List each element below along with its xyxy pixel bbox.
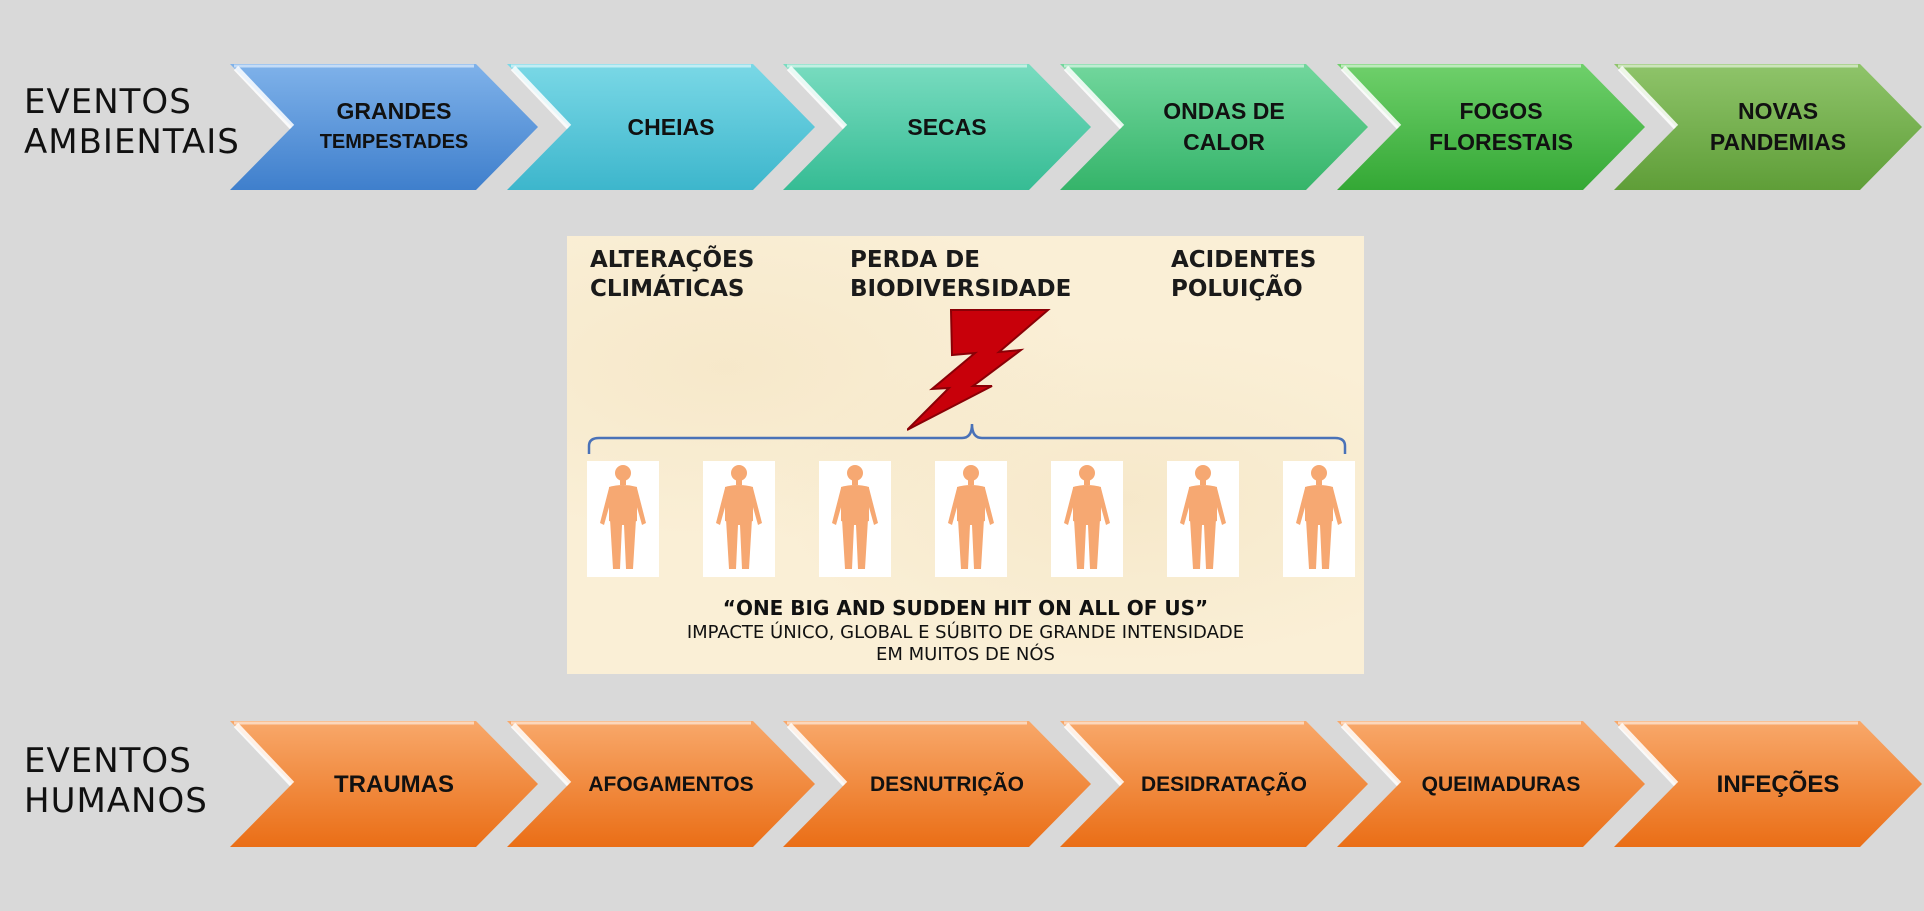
chevron-shape xyxy=(1337,721,1645,847)
event-label-line: GRANDES xyxy=(336,98,452,124)
chevron-traumas: TRAUMAS xyxy=(230,721,538,847)
chevron-shape xyxy=(783,64,1091,190)
event-label-line: TRAUMAS xyxy=(334,770,454,798)
chevron-desnutricao: DESNUTRIÇÃO xyxy=(783,721,1091,847)
chevron-shape xyxy=(1337,64,1645,190)
chevron-body xyxy=(1337,721,1645,847)
chevron-infecoes: INFEÇÕES xyxy=(1614,721,1922,847)
human-figure-icon xyxy=(935,461,1007,577)
chevron-shape xyxy=(783,721,1091,847)
chevron-body xyxy=(1614,721,1922,847)
event-label-line: DESIDRATAÇÃO xyxy=(1140,772,1308,796)
chevron-secas: SECAS xyxy=(783,64,1091,190)
chevron-shine xyxy=(1617,65,1679,130)
chevron-shine xyxy=(1063,65,1125,130)
event-label-line: DESNUTRIÇÃO xyxy=(869,772,1024,796)
event-label-line: ONDAS DE xyxy=(1163,98,1285,124)
chevron-body xyxy=(783,721,1091,847)
curly-bracket xyxy=(587,423,1347,454)
event-label-line: NOVAS xyxy=(1737,98,1819,124)
event-label-line: QUEIMADURAS xyxy=(1421,772,1581,796)
chevron-body xyxy=(1337,64,1645,190)
chevron-shine xyxy=(510,65,572,130)
event-label-line: SECAS xyxy=(907,113,987,140)
cause-climate-change: ALTERAÇÕES CLIMÁTICAS xyxy=(590,247,755,302)
cause-biodiversity-loss: PERDA DE BIODIVERSIDADE xyxy=(850,247,1072,302)
chevron-ondas-de-calor: ONDAS DE CALOR xyxy=(1060,64,1368,190)
chevron-novas-pandemias: NOVAS PANDEMIAS xyxy=(1614,64,1922,190)
chevron-shape xyxy=(230,64,538,190)
chevron-body xyxy=(507,721,815,847)
chevron-shape xyxy=(507,64,815,190)
chevron-shine xyxy=(786,722,848,787)
chevron-body xyxy=(230,721,538,847)
human-figure-icon xyxy=(1283,461,1355,577)
environmental-events-label: EVENTOS AMBIENTAIS xyxy=(24,82,240,162)
chevron-body xyxy=(1614,64,1922,190)
chevron-shine xyxy=(233,65,295,130)
chevron-shine xyxy=(233,722,295,787)
event-label-line: PANDEMIAS xyxy=(1709,129,1847,155)
chevron-shine xyxy=(786,65,848,130)
chevron-desidratacao: DESIDRATAÇÃO xyxy=(1060,721,1368,847)
event-label-line: CALOR xyxy=(1183,129,1265,155)
environmental-events-row: GRANDES TEMPESTADES CHEIAS SECAS ONDAS D… xyxy=(230,64,1924,190)
chevron-afogamentos: AFOGAMENTOS xyxy=(507,721,815,847)
chevron-body xyxy=(1060,64,1368,190)
human-figure-icon xyxy=(587,461,659,577)
chevron-shine xyxy=(510,722,572,787)
event-label-line: INFEÇÕES xyxy=(1716,770,1840,798)
chevron-body xyxy=(1060,721,1368,847)
human-events-label: EVENTOS HUMANOS xyxy=(24,741,208,821)
human-events-row: TRAUMAS AFOGAMENTOS DESNUTRIÇÃO DESIDRAT… xyxy=(230,721,1924,847)
impact-panel: ALTERAÇÕES CLIMÁTICAS PERDA DE BIODIVERS… xyxy=(567,236,1364,674)
chevron-shine xyxy=(1063,722,1125,787)
chevron-fogos-florestais: FOGOS FLORESTAIS xyxy=(1337,64,1645,190)
chevron-grandes-tempestades: GRANDES TEMPESTADES xyxy=(230,64,538,190)
chevron-shape xyxy=(1614,64,1922,190)
chevron-shape xyxy=(230,721,538,847)
chevron-shine xyxy=(1617,722,1679,787)
human-figure-icon xyxy=(819,461,891,577)
chevron-shine xyxy=(1340,65,1402,130)
event-label-line: FOGOS xyxy=(1459,98,1543,124)
chevron-body xyxy=(507,64,815,190)
chevron-queimaduras: QUEIMADURAS xyxy=(1337,721,1645,847)
human-figure-icon xyxy=(1167,461,1239,577)
human-figure-icon xyxy=(703,461,775,577)
event-label-line: CHEIAS xyxy=(627,113,715,140)
chevron-shape xyxy=(1060,721,1368,847)
quote-text: “ONE BIG AND SUDDEN HIT ON ALL OF US” xyxy=(722,596,1209,620)
event-label-line: FLORESTAIS xyxy=(1429,129,1573,155)
chevron-shape xyxy=(1614,721,1922,847)
chevron-shine xyxy=(1340,722,1402,787)
chevron-shape xyxy=(507,721,815,847)
chevron-body xyxy=(230,64,538,190)
cause-accidents-pollution: ACIDENTES POLUIÇÃO xyxy=(1171,247,1317,302)
event-label-line: AFOGAMENTOS xyxy=(588,772,754,796)
lightning-bolt-icon xyxy=(907,309,1051,431)
human-figure-icon xyxy=(1051,461,1123,577)
event-label-line: TEMPESTADES xyxy=(319,131,469,153)
chevron-cheias: CHEIAS xyxy=(507,64,815,190)
impact-description: IMPACTE ÚNICO, GLOBAL E SÚBITO DE GRANDE… xyxy=(686,622,1245,665)
chevron-body xyxy=(783,64,1091,190)
chevron-shape xyxy=(1060,64,1368,190)
